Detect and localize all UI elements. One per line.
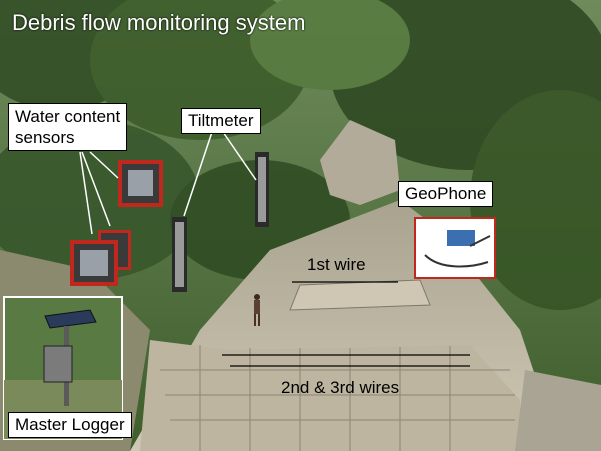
- tiltmeter-label: Tiltmeter: [181, 108, 261, 134]
- geophone-label: GeoPhone: [398, 181, 494, 207]
- wall-stones: [160, 345, 515, 451]
- tiltmeter-device: [172, 152, 269, 292]
- check-dam: [289, 279, 431, 311]
- page-title: Debris flow monitoring system: [12, 10, 306, 35]
- water-content-sensor: [118, 160, 163, 207]
- rock-cliff: [320, 120, 400, 205]
- master-logger-label: Master Logger: [8, 412, 132, 438]
- water-content-sensor: [70, 240, 118, 286]
- person: [254, 294, 260, 326]
- geophone-inset: [414, 217, 496, 279]
- side-wall: [515, 370, 601, 451]
- pointer-arrows: [79, 131, 257, 235]
- water-content-label: Water content sensors: [8, 103, 128, 151]
- first-wire-label: 1st wire: [307, 255, 366, 274]
- second-third-wire-label: 2nd & 3rd wires: [281, 378, 400, 397]
